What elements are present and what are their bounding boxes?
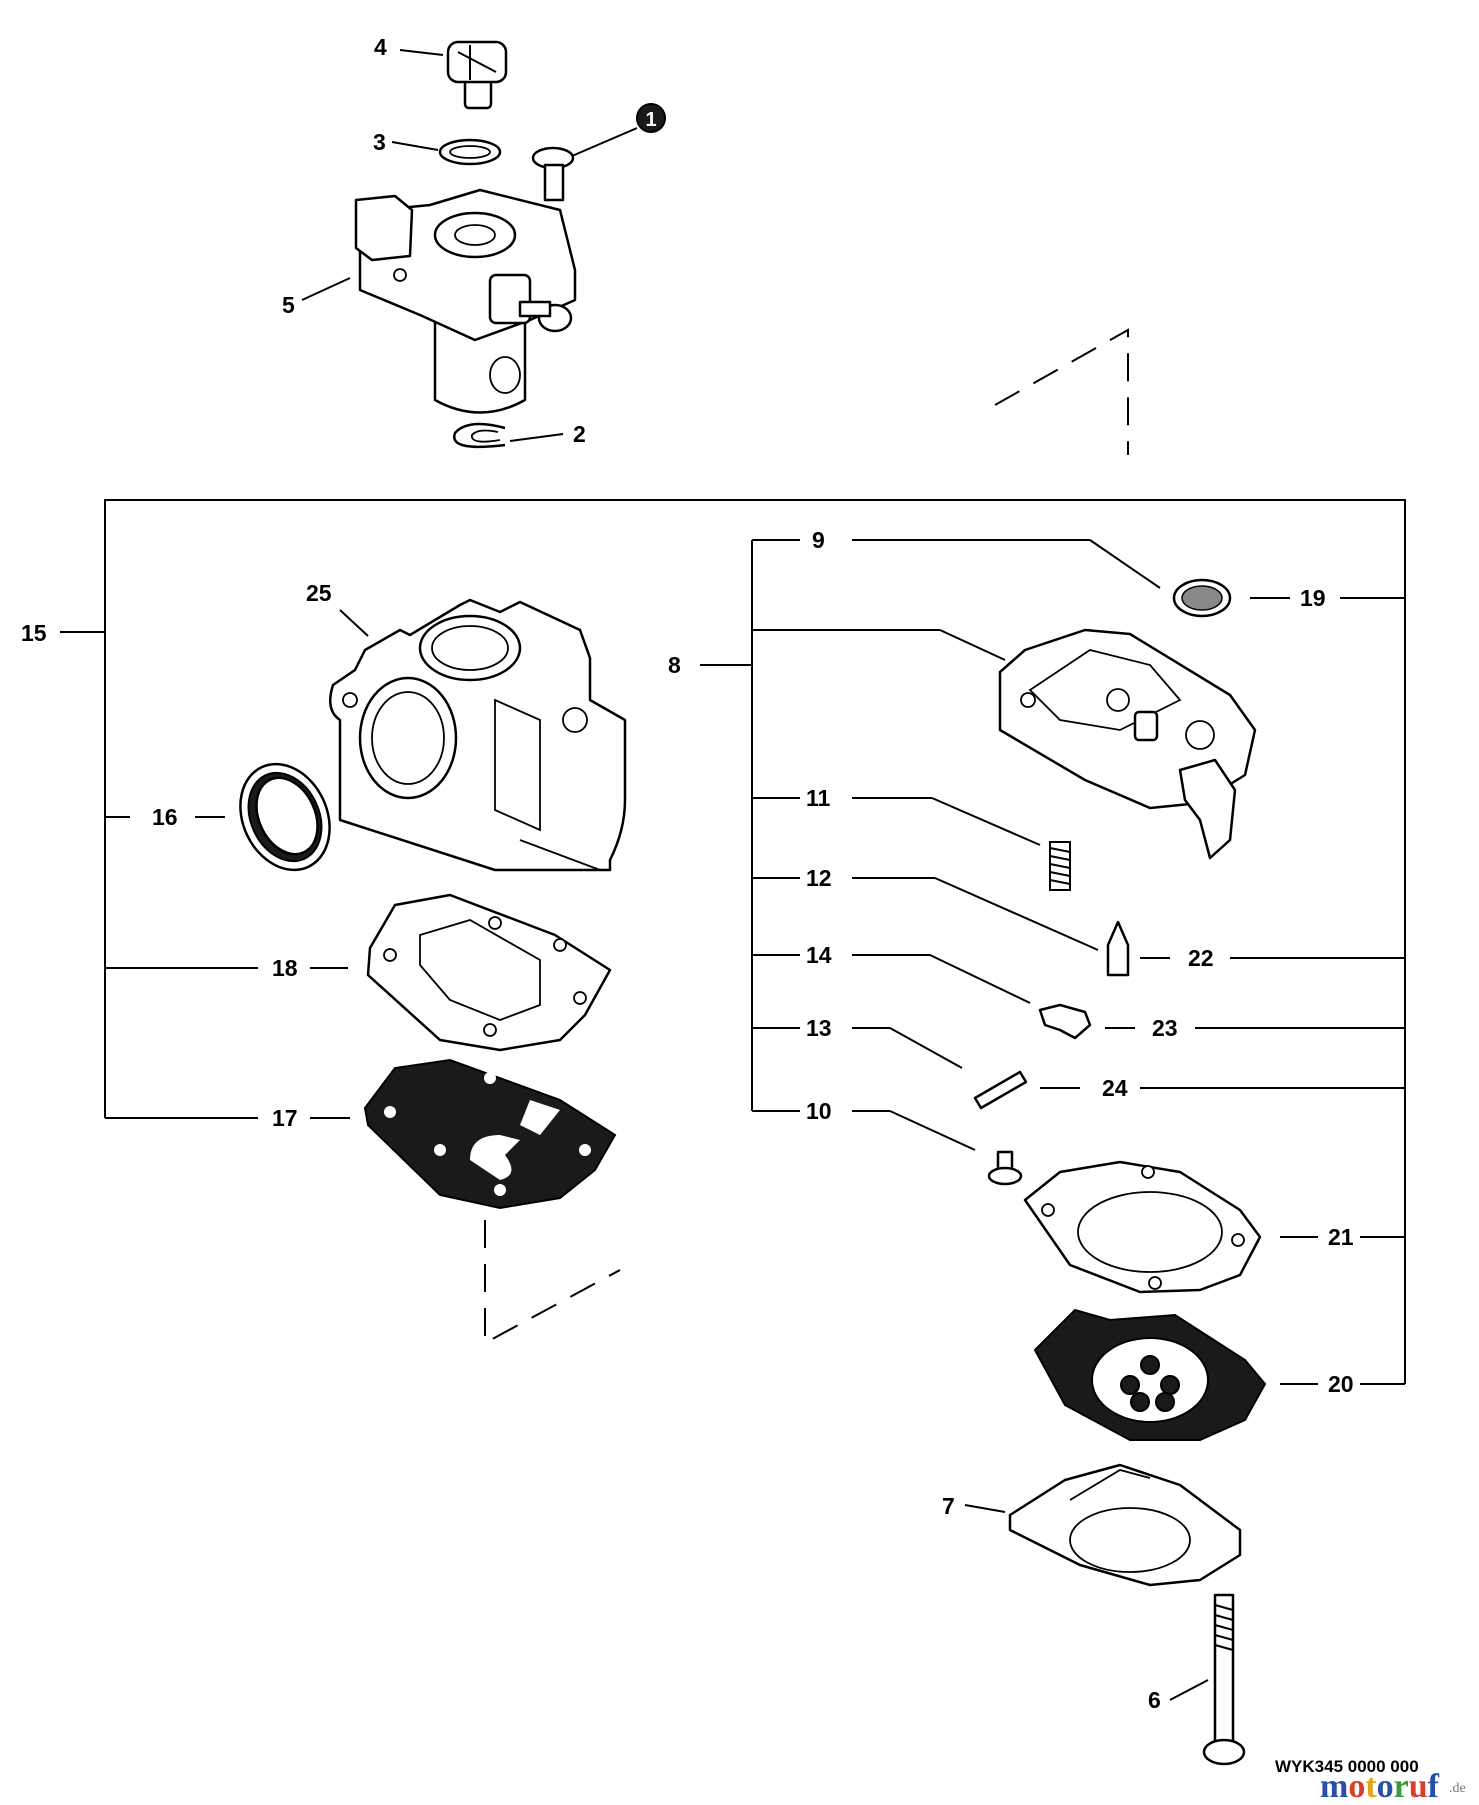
kit-bracket-15 bbox=[60, 499, 1406, 1384]
pin-part-24 bbox=[852, 1027, 1080, 1110]
wm-letter: f bbox=[1428, 1768, 1440, 1800]
callout-10: 10 bbox=[806, 1098, 832, 1124]
carb-body-part-25 bbox=[328, 598, 627, 872]
assembly-guide-top bbox=[994, 328, 1129, 455]
assembly-guide-bottom bbox=[484, 1220, 621, 1345]
callout-9: 9 bbox=[812, 527, 825, 553]
callout-25: 25 bbox=[306, 580, 332, 606]
callout-23: 23 bbox=[1152, 1015, 1178, 1041]
filter-screen-part-19 bbox=[1172, 578, 1290, 618]
callout-5: 5 bbox=[282, 292, 295, 318]
callout-3: 3 bbox=[373, 129, 386, 155]
callout-4: 4 bbox=[374, 34, 387, 60]
callout-12: 12 bbox=[806, 865, 832, 891]
pump-cover-part-8 bbox=[939, 628, 1257, 860]
callout-1: 1 bbox=[645, 109, 656, 131]
callout-24: 24 bbox=[1102, 1075, 1128, 1101]
pump-body-part-7 bbox=[964, 1463, 1242, 1587]
wm-letter: u bbox=[1409, 1768, 1428, 1800]
callout-labels: 4 3 1 5 2 15 25 16 18 17 8 9 19 11 12 22… bbox=[21, 34, 1354, 1713]
leader-9b bbox=[1089, 539, 1161, 589]
wm-letter: o bbox=[1348, 1768, 1365, 1800]
callout-22: 22 bbox=[1188, 945, 1214, 971]
long-screw-part-6 bbox=[1169, 1593, 1246, 1766]
callout-14: 14 bbox=[806, 942, 832, 968]
drawing-code: WYK345 0000 000 bbox=[1275, 1757, 1419, 1776]
svg-text:motoruf: motoruf bbox=[1320, 1768, 1440, 1800]
diaphragm-part-20 bbox=[1033, 1308, 1318, 1441]
watermark-logo: motoruf .de bbox=[1320, 1768, 1466, 1805]
o-ring-part-3 bbox=[391, 138, 502, 166]
right-leaders bbox=[1140, 597, 1405, 1385]
callout-8: 8 bbox=[668, 652, 681, 678]
wm-letter: m bbox=[1320, 1768, 1348, 1800]
callout-19: 19 bbox=[1300, 585, 1326, 611]
lever-part-23 bbox=[852, 954, 1135, 1040]
knob-part-4 bbox=[399, 40, 508, 110]
callout-6: 6 bbox=[1148, 1687, 1161, 1713]
diaphragm-part-17 bbox=[310, 1058, 617, 1210]
callout-17: 17 bbox=[272, 1105, 298, 1131]
wm-letter: r bbox=[1394, 1768, 1409, 1800]
e-clip-part-2 bbox=[453, 422, 564, 449]
wm-letter: t bbox=[1365, 1768, 1377, 1800]
wm-tld: .de bbox=[1449, 1781, 1466, 1796]
callout-20: 20 bbox=[1328, 1371, 1354, 1397]
gasket-part-18 bbox=[310, 893, 612, 1052]
callout-21: 21 bbox=[1328, 1224, 1354, 1250]
wm-letter: o bbox=[1377, 1768, 1394, 1800]
needle-part-22 bbox=[852, 877, 1170, 977]
callout-13: 13 bbox=[806, 1015, 832, 1041]
callout-7: 7 bbox=[942, 1493, 955, 1519]
ring-part-16 bbox=[195, 762, 331, 872]
callout-16: 16 bbox=[152, 804, 178, 830]
callout-18: 18 bbox=[272, 955, 298, 981]
kit-bracket-8 bbox=[700, 539, 940, 1112]
throttle-assembly-part-5 bbox=[301, 188, 577, 414]
screw-part-1 bbox=[531, 103, 666, 202]
callout-15: 15 bbox=[21, 620, 47, 646]
spring-part-11 bbox=[852, 797, 1071, 891]
screw-part-10 bbox=[852, 1110, 1023, 1186]
callout-11: 11 bbox=[806, 785, 831, 811]
gasket-part-21 bbox=[1023, 1160, 1318, 1294]
callout-2: 2 bbox=[573, 421, 586, 447]
